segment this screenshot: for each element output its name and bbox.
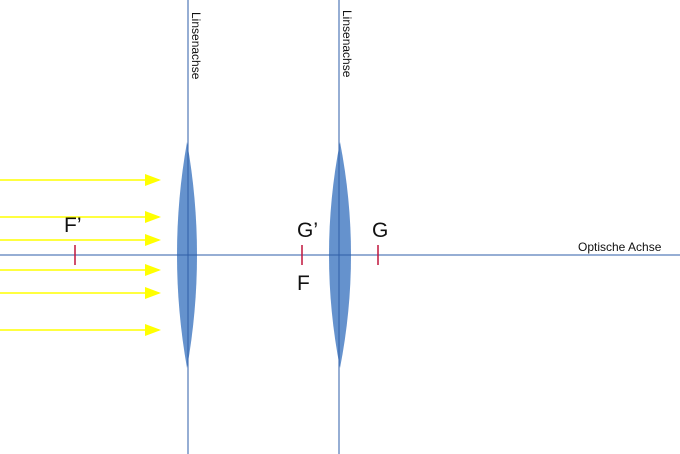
lens-axis-label-2: Linsenachse: [340, 10, 354, 78]
optical-axis-label: Optische Achse: [578, 240, 662, 254]
label-f-prime: F’: [64, 214, 82, 237]
label-f: F: [297, 272, 310, 295]
label-g-prime: G’: [297, 219, 318, 242]
label-g: G: [372, 219, 389, 242]
lens-axis-label-1: Linsenachse: [189, 12, 203, 80]
